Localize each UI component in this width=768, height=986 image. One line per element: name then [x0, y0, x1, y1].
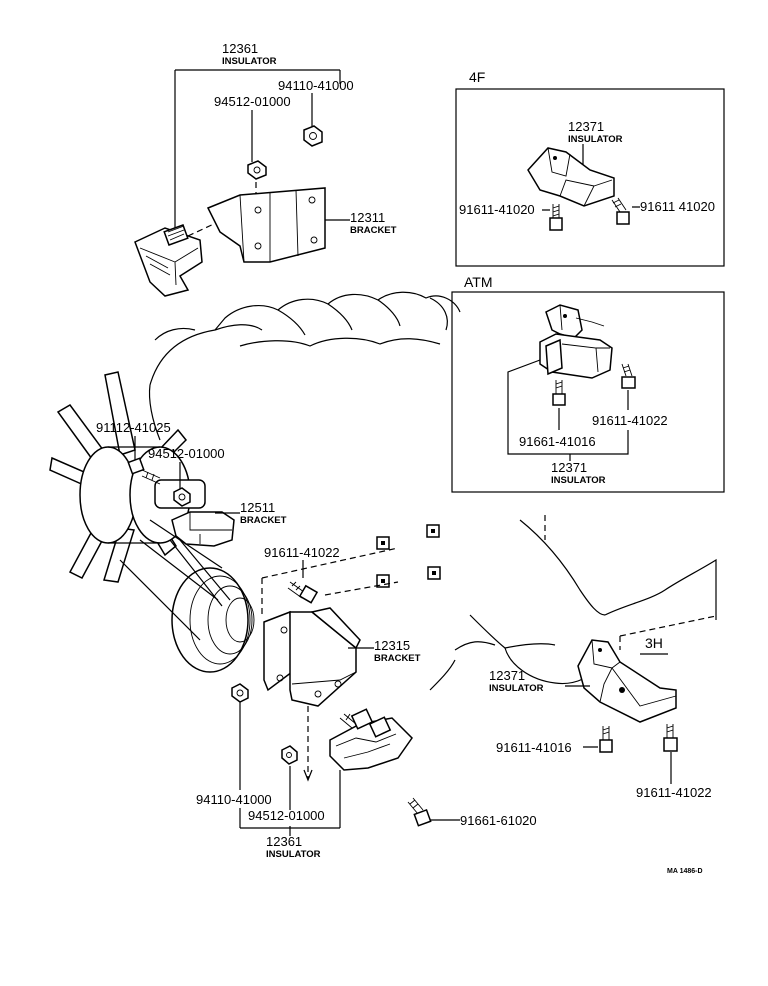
f4-bolt-left-label: 91611-41020: [459, 202, 535, 217]
fan-bolt-label: 91112-41025: [96, 420, 171, 435]
svg-text:94110-41000: 94110-41000: [278, 78, 354, 93]
section-4f-title: 4F: [469, 69, 485, 85]
mid-bracket-12315-label: 12315 BRACKET: [374, 638, 421, 664]
top-washer-label: 94512-01000: [214, 94, 291, 109]
top-insulator-part: [134, 224, 203, 297]
svg-text:91611-41022: 91611-41022: [264, 545, 340, 560]
h3-insulator-12371-label: 12371 INSULATOR: [489, 668, 544, 694]
f4-bolt-right-icon: [611, 197, 630, 225]
svg-text:12361: 12361: [266, 834, 302, 849]
bottom-insulator-12361-label: 12361 INSULATOR: [266, 834, 321, 860]
bottom-nut-icon: [231, 683, 249, 703]
washer-icon: [247, 160, 267, 180]
fan-washer-icon: [173, 487, 191, 507]
f4-bolt-left-icon: [549, 204, 563, 231]
svg-text:INSULATOR: INSULATOR: [222, 56, 277, 67]
fan-bracket-12511-label: 12511 BRACKET: [240, 500, 287, 526]
top-insulator-12361-label: 12361 INSULATOR: [222, 41, 277, 67]
section-3h-title: 3H: [645, 635, 663, 651]
svg-text:INSULATOR: INSULATOR: [266, 849, 321, 860]
mid-bolt-icon: [287, 581, 319, 604]
bottom-bolt-label: 91661-61020: [460, 813, 537, 828]
cooling-fan: [49, 371, 206, 583]
f4-insulator-12371-label: 12371 INSULATOR: [568, 119, 623, 145]
section-atm-box: [451, 291, 725, 493]
svg-text:94512-01000: 94512-01000: [148, 446, 225, 461]
h3-bolt-right-icon: [663, 724, 678, 752]
bottom-washer-icon: [281, 745, 298, 765]
top-bracket-12311-label: 12311 BRACKET: [350, 210, 397, 236]
svg-text:12361: 12361: [222, 41, 258, 56]
svg-text:BRACKET: BRACKET: [350, 225, 397, 236]
mid-bolt-label: 91611-41022: [264, 545, 340, 560]
atm-bolt-right-icon: [621, 363, 636, 389]
svg-text:INSULATOR: INSULATOR: [551, 475, 606, 486]
svg-text:BRACKET: BRACKET: [374, 653, 421, 664]
f4-bolt-right-label: 91611 41020: [640, 199, 715, 214]
section-4f-box: [455, 88, 725, 267]
svg-text:12371: 12371: [568, 119, 604, 134]
crank-pulley: [119, 519, 255, 673]
svg-text:12315: 12315: [374, 638, 410, 653]
top-bracket-part: [206, 187, 326, 263]
svg-text:BRACKET: BRACKET: [240, 515, 287, 526]
svg-text:INSULATOR: INSULATOR: [489, 683, 544, 694]
svg-text:12371: 12371: [551, 460, 587, 475]
bottom-insulator-part: [329, 708, 413, 771]
bottom-bolt-icon: [407, 797, 432, 827]
fan-bracket-part: [171, 511, 235, 547]
section-atm-title: ATM: [464, 274, 493, 290]
svg-text:12511: 12511: [240, 500, 275, 515]
fan-bolt-icon: [127, 457, 161, 485]
atm-insulator-part: [539, 304, 613, 379]
bottom-washer-label: 94512-01000: [248, 808, 325, 823]
top-nut-label: 94110-41000: [278, 78, 354, 93]
svg-text:12311: 12311: [350, 210, 385, 225]
svg-text:91112-41025: 91112-41025: [96, 420, 171, 435]
h3-insulator-part: [577, 639, 677, 723]
reference-code: MA 1486-D: [667, 868, 703, 875]
frame-nuts: [376, 524, 441, 588]
bottom-nut-label: 94110-41000: [196, 792, 272, 807]
atm-bolt-right-label: 91611-41022: [592, 413, 668, 428]
atm-insulator-12371-label: 12371 INSULATOR: [551, 460, 606, 486]
atm-bolt-left-label: 91661-41016: [519, 434, 596, 449]
atm-bolt-left-icon: [552, 380, 566, 406]
h3-bolt-left-icon: [599, 726, 613, 753]
engine-block-outline: [148, 291, 717, 691]
fan-washer-label: 94512-01000: [148, 446, 225, 461]
h3-bolt-left-label: 91611-41016: [496, 740, 572, 755]
svg-text:12371: 12371: [489, 668, 525, 683]
mid-bracket-part: [263, 607, 361, 707]
svg-text:INSULATOR: INSULATOR: [568, 134, 623, 145]
f4-insulator-part: [527, 147, 615, 207]
svg-text:94512-01000: 94512-01000: [214, 94, 291, 109]
h3-bolt-right-label: 91611-41022: [636, 785, 712, 800]
nut-icon: [303, 125, 323, 147]
